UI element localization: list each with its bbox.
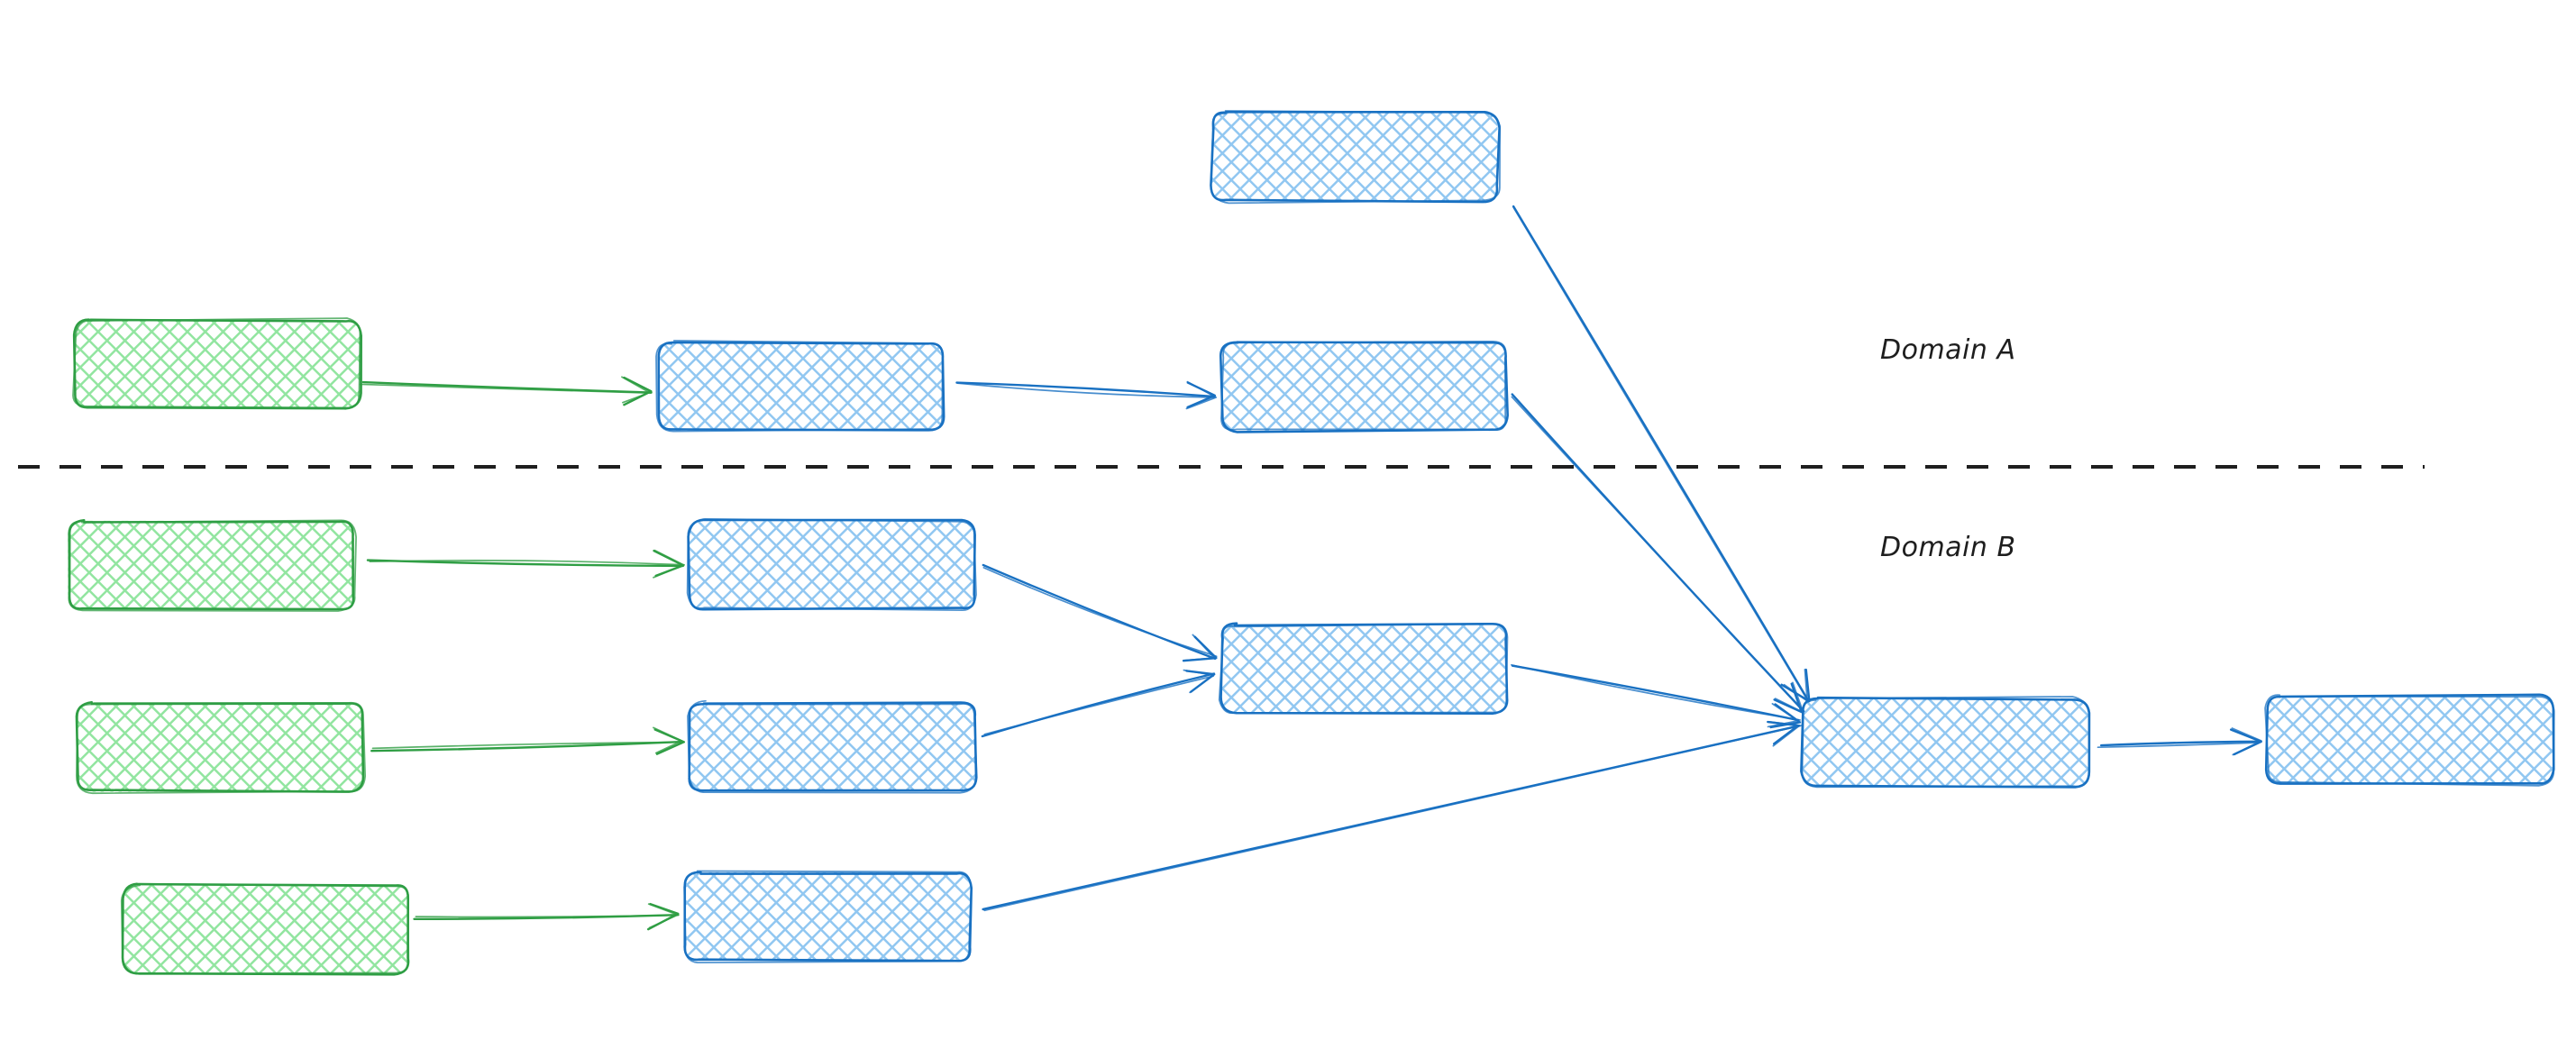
node-b-source-2[interactable] <box>75 700 367 795</box>
node-a-top[interactable] <box>1210 110 1502 205</box>
node-b-aggregate[interactable] <box>1800 696 2091 789</box>
node-a-output[interactable] <box>1219 340 1509 433</box>
edge-e-b1-process-merge <box>982 563 1218 662</box>
edge-e-a-process-output <box>955 380 1218 410</box>
edge-e-b-aggregate-final <box>2096 727 2262 756</box>
edges-layer <box>359 205 2262 931</box>
edge-e-a-output-aggregate <box>1511 393 1805 714</box>
edge-e-b-merge-aggregate <box>1511 663 1802 729</box>
edge-e-b2-process-merge <box>981 669 1216 738</box>
edge-e-b2-source-process <box>370 726 686 755</box>
node-b-process-1[interactable] <box>686 518 977 612</box>
node-a-source[interactable] <box>72 317 362 410</box>
domain-a-label: Domain A <box>1880 334 2016 366</box>
node-a-process[interactable] <box>655 340 945 433</box>
edge-e-a-top-aggregate <box>1512 205 1811 703</box>
nodes-layer <box>68 110 2555 976</box>
edge-e-a-source-process <box>359 376 653 406</box>
node-b-merge[interactable] <box>1218 622 1509 716</box>
edge-e-b3-process-agg <box>982 720 1803 912</box>
edge-e-b3-source-process <box>413 902 680 931</box>
node-b-final[interactable] <box>2264 693 2555 787</box>
node-b-source-3[interactable] <box>120 882 410 976</box>
node-b-source-1[interactable] <box>68 518 357 612</box>
edge-e-b1-source-process <box>366 549 685 579</box>
node-b-process-2[interactable] <box>687 699 978 794</box>
domain-b-label: Domain B <box>1880 532 2016 563</box>
node-b-process-3[interactable] <box>683 870 973 964</box>
